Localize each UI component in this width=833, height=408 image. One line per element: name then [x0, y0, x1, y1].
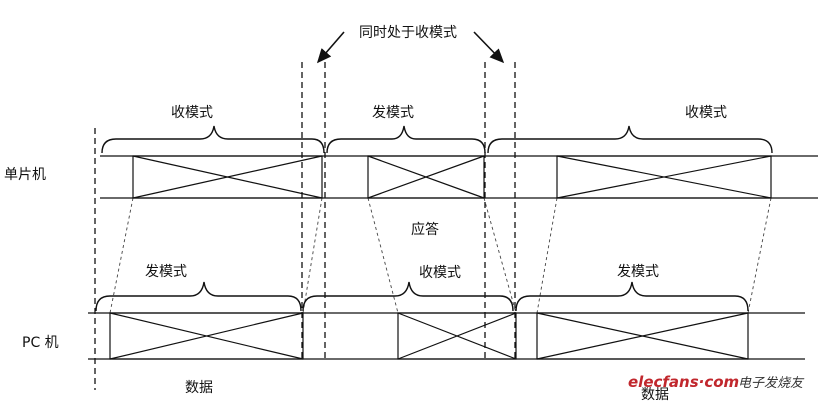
data-label-right: 数据	[641, 387, 669, 403]
connector-line	[747, 197, 772, 314]
mcu-brace-send	[326, 125, 486, 154]
mcu-timeline	[100, 155, 818, 199]
pc-frame-3	[536, 312, 749, 360]
mcu-frame-3	[556, 155, 772, 199]
connector-line	[302, 197, 323, 314]
pc-brace-label-3: 发模式	[617, 264, 659, 280]
simultaneous-receive-label: 同时处于收模式	[359, 25, 457, 41]
connector-line	[367, 197, 399, 314]
pc-brace-receive	[302, 281, 514, 312]
mcu-brace-receive-2	[487, 125, 773, 154]
left-annotation-arrow	[316, 31, 345, 64]
mcu-brace-label-3: 收模式	[685, 105, 727, 121]
pc-brace-send-1	[95, 281, 302, 312]
connector-line	[483, 197, 517, 314]
mcu-brace-label-2: 发模式	[372, 105, 414, 121]
mcu-row-label: 单片机	[4, 167, 46, 183]
watermark-brand: elecfans·com	[628, 373, 739, 391]
mcu-frame-2	[367, 155, 485, 199]
pc-timeline	[88, 312, 805, 360]
pc-brace-send-2	[515, 281, 749, 312]
ack-label: 应答	[411, 221, 439, 238]
connector-line	[109, 197, 134, 314]
mcu-frame-1	[132, 155, 323, 199]
pc-frame-1	[109, 312, 304, 360]
watermark-cn: 电子发烧友	[738, 376, 805, 391]
pc-row-label: PC 机	[22, 335, 59, 351]
row-connectors	[109, 197, 772, 314]
connector-line	[536, 197, 558, 314]
right-annotation-arrow	[473, 31, 505, 64]
pc-frame-2	[397, 312, 517, 360]
pc-brace-label-1: 发模式	[145, 264, 187, 280]
pc-brace-label-2: 收模式	[419, 265, 461, 281]
data-label: 数据	[185, 380, 213, 396]
mcu-brace-label-1: 收模式	[171, 105, 213, 121]
watermark: elecfans·com 电子发烧友	[628, 373, 805, 391]
mcu-brace-receive-1	[101, 125, 325, 154]
dashed-guides	[94, 62, 516, 390]
